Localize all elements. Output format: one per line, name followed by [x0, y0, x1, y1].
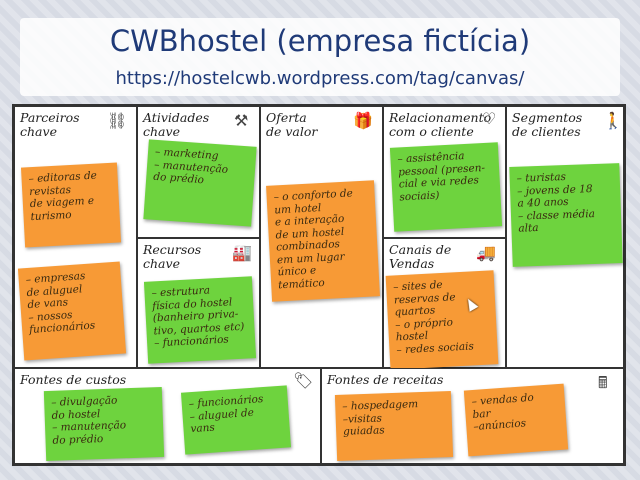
person-icon: 🚶: [603, 111, 623, 130]
cell-title: Fontes de receitas: [327, 373, 527, 387]
heading-line: Recursos: [143, 242, 202, 257]
heading-line: chave: [143, 124, 180, 139]
heading-line: Fontes de receitas: [327, 372, 444, 387]
slide-title: CWBhostel (empresa fictícia): [109, 24, 531, 58]
tag-icon: 🏷: [293, 371, 314, 390]
truck-icon: 🚚: [476, 243, 496, 262]
note-line: guiadas: [342, 424, 385, 438]
note-line: alta: [518, 221, 539, 235]
cell-title: Fontes de custos: [20, 373, 220, 387]
heading-line: Parceiros: [20, 110, 80, 125]
chain-icon: ⛓: [107, 111, 128, 130]
register-icon: 🖩: [598, 373, 608, 392]
heading-line: chave: [20, 124, 57, 139]
heading-line: de clientes: [512, 124, 581, 139]
heading-line: Canais de: [389, 242, 452, 257]
tools-icon: ⚒: [234, 111, 249, 130]
heading-line: de valor: [266, 124, 318, 139]
heading-line: Relacionamento: [389, 110, 492, 125]
title-band: [20, 18, 620, 96]
heart-icon: ♡: [482, 109, 497, 128]
gift-icon: 🎁: [353, 111, 373, 130]
heading-line: chave: [143, 256, 180, 271]
heading-line: Oferta: [266, 110, 307, 125]
heading-line: Atividades: [143, 110, 210, 125]
factory-icon: 🏭: [232, 243, 252, 262]
heading-line: com o cliente: [389, 124, 474, 139]
heading-line: Fontes de custos: [20, 372, 127, 387]
cell-fontes-de-receitas: Fontes de receitas 🖩 – hospedagem–visita…: [321, 368, 624, 464]
heading-line: Segmentos: [512, 110, 583, 125]
slide-url[interactable]: https://hostelcwb.wordpress.com/tag/canv…: [115, 68, 525, 89]
heading-line: Vendas: [389, 256, 435, 271]
